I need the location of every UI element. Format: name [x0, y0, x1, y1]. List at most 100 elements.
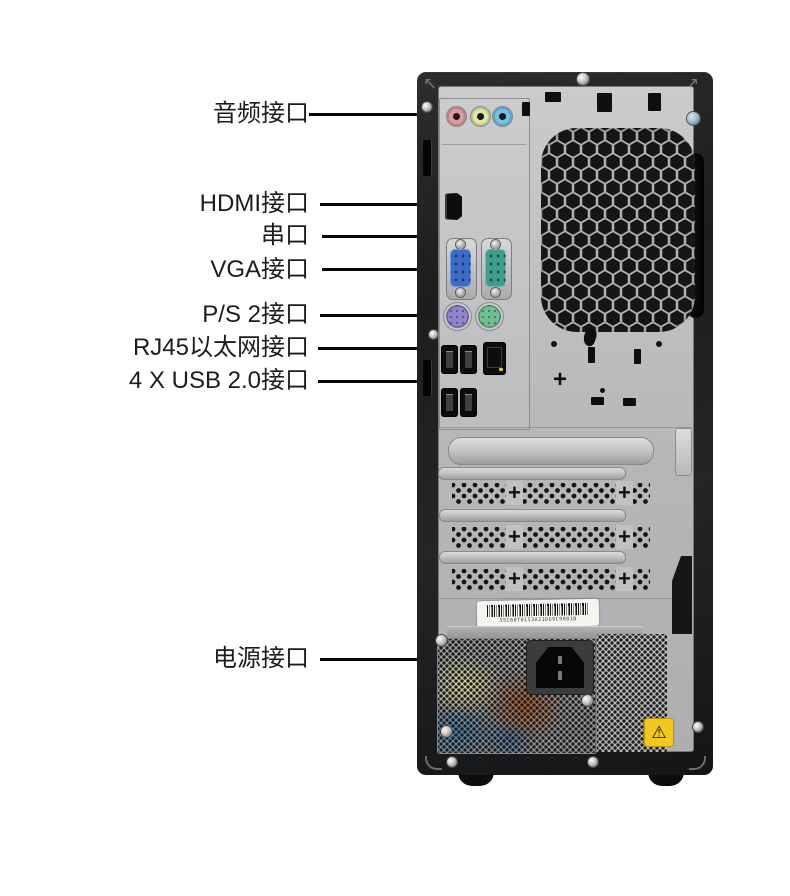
label-usb: 4 X USB 2.0接口: [128, 367, 309, 394]
psu-mounting-flange: [447, 626, 643, 640]
frame-screw-bottom-center: [588, 757, 598, 767]
audio-jack-linein: [493, 107, 512, 126]
psu-screw-bottom-left: [441, 726, 452, 737]
vga-screw-post-top: [456, 240, 465, 249]
label-rj45: RJ45以太网接口: [132, 334, 309, 361]
corner-arrow-top-left-icon: ↖: [423, 74, 438, 93]
power-pin-slot: [558, 671, 562, 680]
label-vga: VGA接口: [210, 256, 309, 283]
top-punch-slot-1: [545, 92, 561, 102]
panel-hole: [600, 388, 605, 393]
warning-sticker: ⚠: [644, 718, 674, 747]
panel-slot: [623, 398, 636, 406]
leader-line-ps2: [320, 314, 452, 317]
leader-line-usb: [318, 380, 447, 383]
frame-screw-bottom-right: [693, 722, 703, 732]
usb-tongue: [465, 351, 472, 368]
slot-cover-latch: [675, 428, 692, 476]
barcode-serial-text: 5SC60T0153AJ1DG9C9001B: [499, 616, 577, 624]
label-serial: 串口: [261, 222, 309, 249]
psu-screw-mid-right: [582, 695, 593, 706]
serial-barcode-label: 5SC60T0153AJ1DG9C9001B: [476, 598, 600, 629]
power-inlet-c14-socket: [536, 647, 584, 688]
leader-line-vga: [322, 268, 455, 271]
side-panel-thumbscrew: [687, 112, 700, 125]
honeycomb-pattern: [541, 128, 695, 332]
shield-divider: [442, 144, 526, 145]
slot-plus-mark: +: [616, 566, 633, 591]
panel-hole: [656, 341, 662, 347]
slot-cover-rail-2: [439, 509, 626, 522]
desktop-tower-rear: ↖ ↗: [417, 72, 713, 775]
audio-jack-hole: [477, 113, 484, 120]
chassis-notch: [672, 556, 692, 634]
psu-screw-top-left: [436, 635, 447, 646]
warning-triangle-icon: ⚠: [651, 722, 667, 742]
power-inlet-bezel: [527, 641, 593, 694]
panel-seam-lower: [439, 598, 692, 599]
slot-cover-blank: [448, 437, 654, 465]
shield-tab: [522, 102, 530, 116]
leader-line-audio: [309, 113, 453, 116]
serial-screw-post-bottom: [491, 288, 500, 297]
left-frame-screw-top: [422, 102, 432, 112]
panel-slot: [591, 397, 604, 405]
serial-screw-post-top: [491, 240, 500, 249]
rj45-led: [499, 368, 503, 371]
plus-cutout-mark: +: [553, 366, 568, 393]
hdmi-port: [445, 193, 462, 220]
audio-jack-hole: [499, 113, 506, 120]
leader-line-hdmi: [320, 203, 447, 206]
label-audio: 音频接口: [213, 100, 309, 127]
top-punch-slot-2: [597, 93, 612, 112]
vga-screw-post-bottom: [456, 288, 465, 297]
slot-cover-vent-1: + +: [452, 480, 650, 505]
leader-line-serial: [322, 235, 494, 238]
slot-cover-vent-2: + +: [452, 524, 650, 549]
panel-slot: [588, 347, 595, 363]
slot-cover-rail-1: [438, 467, 626, 480]
left-frame-slot-mid: [423, 360, 432, 396]
slot-plus-mark: +: [616, 480, 633, 505]
usb-port-3: [442, 389, 457, 416]
serial-port: [485, 249, 506, 287]
ps2-mouse-port: [478, 305, 501, 328]
bottom-left-hook-mark: [425, 756, 442, 770]
io-port-shield: [439, 98, 530, 430]
label-hdmi: HDMI接口: [199, 190, 309, 217]
audio-jack-mic: [447, 107, 466, 126]
usb-port-2: [461, 346, 476, 373]
rj45-ethernet-port: [484, 343, 505, 374]
audio-jack-hole: [453, 113, 460, 120]
frame-screw-bottom-left: [447, 757, 457, 767]
usb-tongue: [465, 394, 472, 411]
usb-port-1: [442, 346, 457, 373]
usb-tongue: [446, 394, 453, 411]
fan-vent-grille: [541, 128, 695, 332]
audio-jack-lineout: [471, 107, 490, 126]
slot-cover-rail-3: [439, 551, 626, 564]
slot-plus-mark: +: [506, 524, 523, 549]
ps2-keyboard-port: [446, 305, 469, 328]
left-frame-screw-mid: [429, 330, 438, 339]
usb-tongue: [446, 351, 453, 368]
rj45-inner: [487, 347, 502, 368]
slot-plus-mark: +: [506, 480, 523, 505]
vga-port: [450, 249, 471, 287]
left-frame-slot-top: [423, 140, 432, 176]
label-ps2: P/S 2接口: [202, 301, 309, 328]
usb-port-4: [461, 389, 476, 416]
slot-plus-mark: +: [616, 524, 633, 549]
barcode-stripes: [486, 602, 590, 618]
top-punch-slot-3: [648, 93, 661, 111]
bottom-right-hook-mark: [689, 756, 706, 770]
slot-cover-vent-3: + +: [452, 566, 650, 591]
panel-hole: [551, 341, 557, 347]
slot-plus-mark: +: [506, 566, 523, 591]
top-frame-screw: [577, 73, 589, 85]
panel-seam-upper: [439, 427, 692, 428]
panel-slot: [634, 349, 641, 364]
leader-line-rj45: [318, 347, 493, 350]
power-pin-ground: [558, 656, 562, 664]
